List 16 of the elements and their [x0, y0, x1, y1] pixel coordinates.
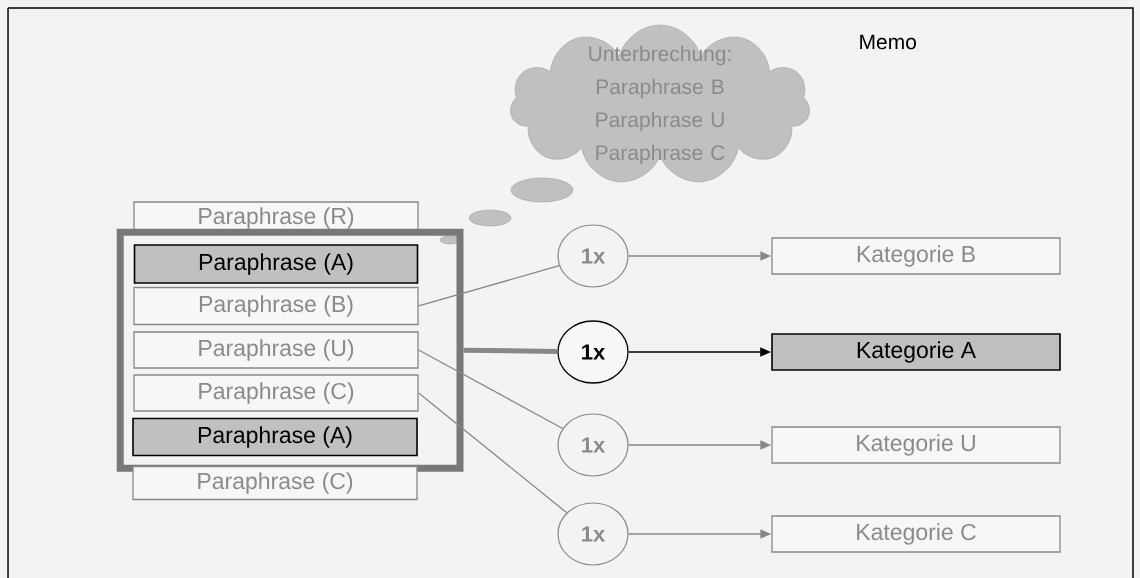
highlighted-box: Paraphrase (A) — [132, 417, 418, 457]
connector-line — [418, 265, 560, 307]
highlighted-box: Kategorie A — [771, 333, 1061, 371]
text-box: Kategorie B — [771, 237, 1061, 275]
text-box: Paraphrase (C) — [133, 374, 419, 412]
highlighted-box: Paraphrase (A) — [133, 244, 419, 284]
text-box: Kategorie U — [771, 426, 1061, 464]
connector-line — [418, 392, 568, 514]
text-box: Paraphrase (U) — [133, 331, 419, 369]
text-box: Paraphrase (C) — [132, 465, 418, 501]
memo-label: Memo — [860, 34, 916, 50]
text-box: Paraphrase (B) — [133, 286, 419, 326]
selection-frame — [116, 228, 464, 472]
connector-line — [418, 349, 564, 430]
text-box: Kategorie C — [771, 515, 1061, 553]
connector-line — [463, 347, 558, 354]
